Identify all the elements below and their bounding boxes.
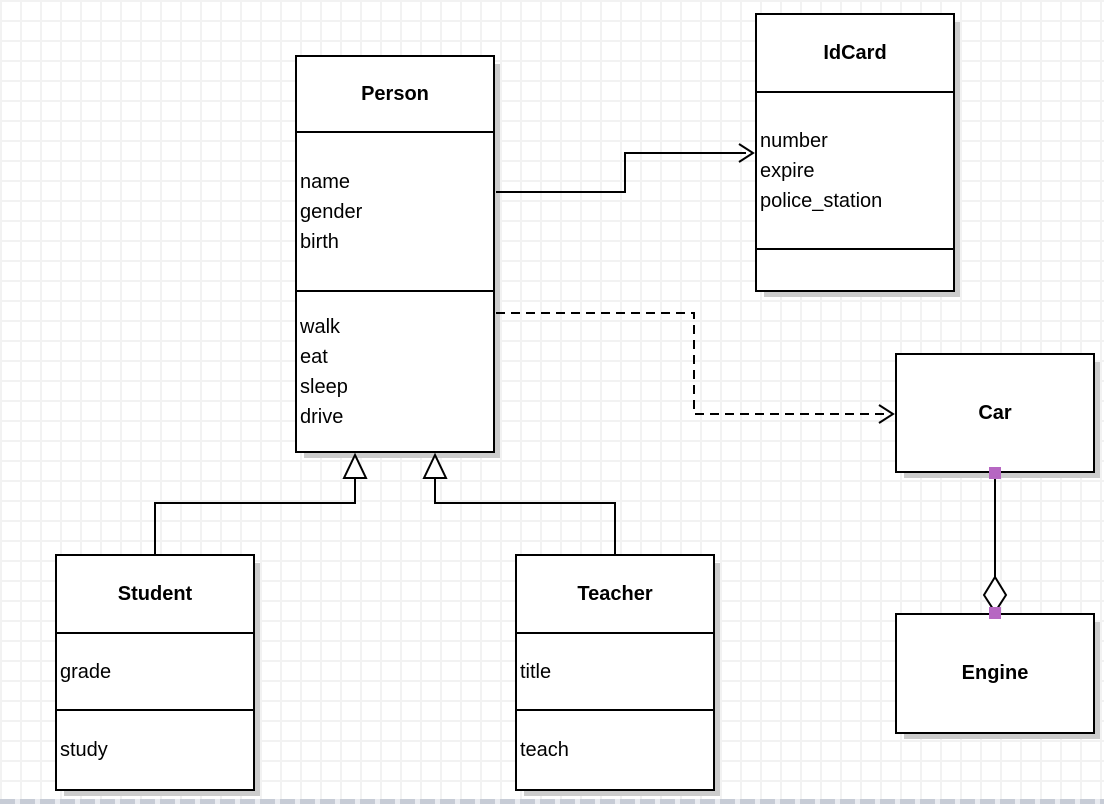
method-row: walk [300, 315, 341, 338]
class-title: Teacher [517, 556, 713, 634]
page-boundary-strip [0, 799, 1104, 804]
attribute-row: expire [760, 159, 815, 182]
attribute-row: grade [60, 660, 112, 683]
attribute-row: gender [300, 200, 363, 223]
attribute-row: title [520, 660, 552, 683]
class-title: Car [978, 401, 1012, 424]
method-row: drive [300, 405, 344, 428]
generalization-edge-teacher-person[interactable] [434, 479, 616, 554]
dependency-edge-person-car[interactable] [496, 312, 884, 415]
hollow-diamond-icon [982, 575, 1008, 614]
attribute-row: number [760, 129, 828, 152]
class-box-car[interactable]: Car [895, 353, 1095, 473]
class-title: Engine [961, 662, 1029, 684]
open-arrowhead-icon [738, 143, 755, 163]
association-edge-person-idcard[interactable] [496, 152, 746, 193]
methods-compartment-empty [757, 250, 953, 290]
methods-compartment: teach [517, 711, 713, 789]
class-box-teacher[interactable]: Teacher title teach [515, 554, 715, 791]
attributes-compartment: title [517, 634, 713, 711]
attributes-compartment: name gender birth [297, 133, 493, 292]
methods-compartment: walk eat sleep drive [297, 292, 493, 451]
methods-compartment: study [57, 711, 253, 789]
method-row: eat [300, 345, 328, 368]
attributes-compartment: grade [57, 634, 253, 711]
attribute-row: police_station [760, 189, 883, 212]
generalization-edge-student-person[interactable] [154, 479, 356, 554]
hollow-triangle-arrowhead-icon [342, 452, 368, 479]
class-box-person[interactable]: Person name gender birth walk eat sleep … [295, 55, 495, 453]
class-title: Person [297, 57, 493, 133]
attribute-row: name [300, 170, 351, 193]
method-row: teach [520, 739, 569, 761]
class-box-idcard[interactable]: IdCard number expire police_station [755, 13, 955, 292]
class-box-student[interactable]: Student grade study [55, 554, 255, 791]
method-row: sleep [300, 375, 348, 398]
class-title: IdCard [757, 15, 953, 93]
attributes-compartment: number expire police_station [757, 93, 953, 250]
method-row: study [60, 739, 108, 761]
open-arrowhead-icon [878, 404, 895, 424]
class-title: Student [57, 556, 253, 634]
attribute-row: birth [300, 230, 339, 253]
class-box-engine[interactable]: Engine [895, 613, 1095, 734]
hollow-triangle-arrowhead-icon [422, 452, 448, 479]
